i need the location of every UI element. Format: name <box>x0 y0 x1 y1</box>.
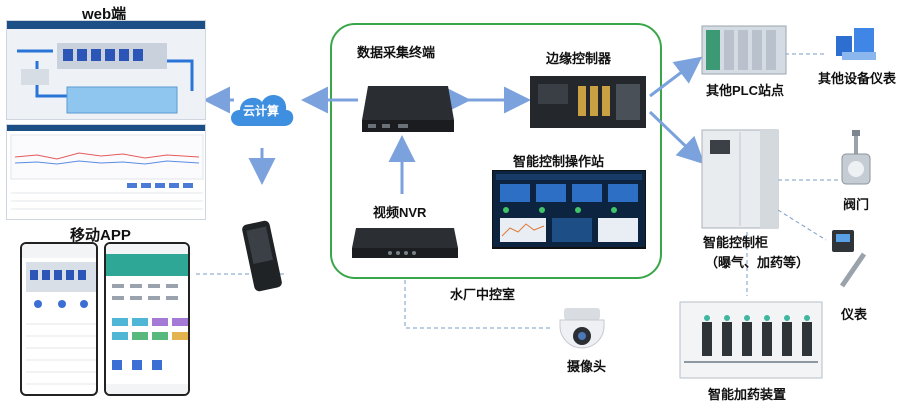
mobile-screen-left[interactable] <box>20 242 98 396</box>
camera-icon <box>554 306 610 354</box>
control-room-label: 水厂中控室 <box>450 287 516 302</box>
arrow-edge-to-cabinet <box>648 110 705 165</box>
camera-label: 摄像头 <box>567 359 607 374</box>
dashed-cabinet-meter <box>777 209 827 241</box>
valve-icon <box>838 128 874 190</box>
web-screen-scada[interactable] <box>6 20 206 120</box>
ops-station-label: 智能控制操作站 <box>513 154 605 169</box>
mobile-app-label: 移动APP <box>70 227 131 244</box>
data-terminal-icon <box>358 80 458 136</box>
handheld-phone-icon <box>238 218 286 296</box>
web-label: web端 <box>82 6 127 23</box>
edge-controller-icon <box>528 70 648 132</box>
dosing-label: 智能加药装置 <box>708 387 787 402</box>
edge-controller-label: 边缘控制器 <box>546 51 612 66</box>
other-instruments-label: 其他设备仪表 <box>818 71 897 86</box>
control-cabinet-icon <box>700 128 780 230</box>
data-terminal-label: 数据采集终端 <box>357 45 436 60</box>
ops-station-monitor[interactable] <box>492 170 646 252</box>
cloud-label: 云计算 <box>243 104 280 118</box>
arrow-edge-to-plc <box>649 56 703 98</box>
nvr-icon <box>350 222 460 262</box>
meter-label: 仪表 <box>841 307 868 322</box>
dosing-device-icon <box>676 298 826 382</box>
cloud-icon <box>226 80 296 140</box>
meter-icon <box>828 228 872 292</box>
cabinet-label-line1: 智能控制柜 <box>703 235 769 250</box>
mobile-screen-right[interactable] <box>104 242 190 396</box>
dashed-nvr-camera <box>404 280 550 329</box>
plc-station-label: 其他PLC站点 <box>706 83 785 98</box>
instruments-icon <box>832 22 882 64</box>
web-screen-dashboard[interactable] <box>6 124 206 220</box>
control-room-panel <box>330 23 662 279</box>
valve-label: 阀门 <box>843 197 870 212</box>
plc-icon <box>700 22 788 78</box>
nvr-label: 视频NVR <box>373 205 427 220</box>
cabinet-label-line2: （曝气、加药等） <box>705 255 810 270</box>
